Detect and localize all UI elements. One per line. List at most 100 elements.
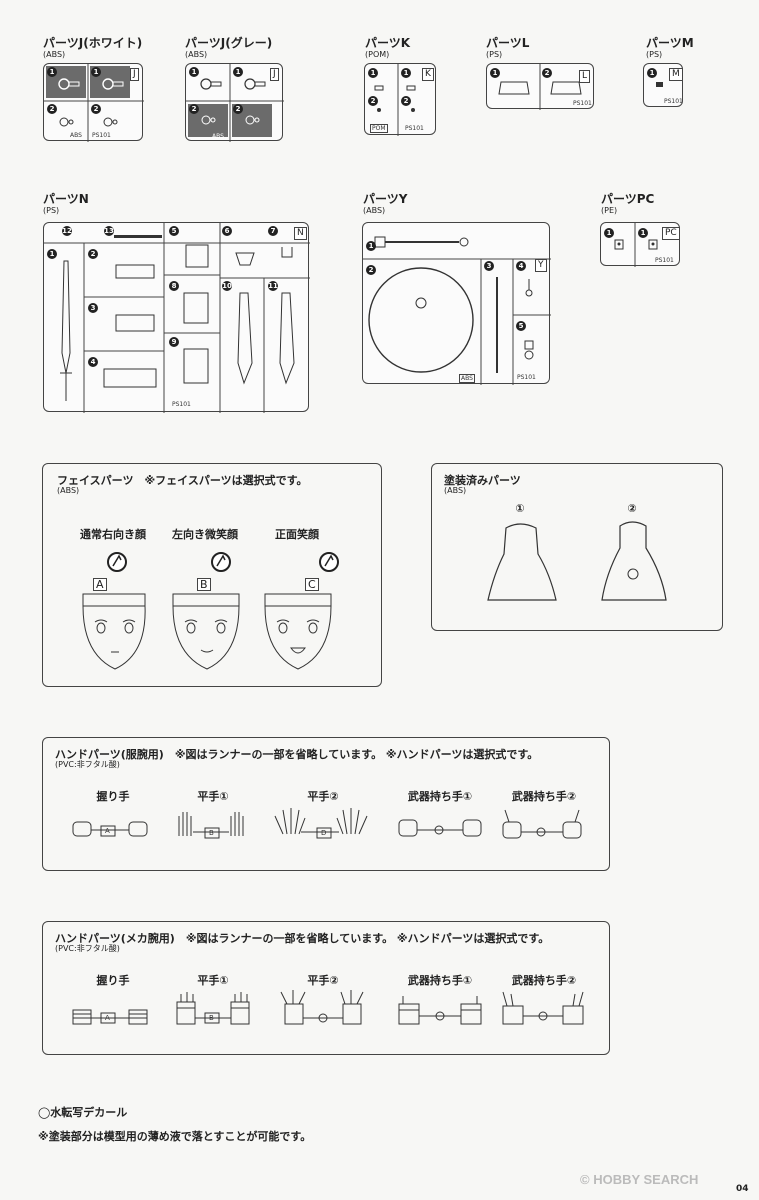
k-parts-drawing <box>374 64 416 136</box>
runner-j-gray-title: パーツJ(グレー) <box>185 36 273 50</box>
runner-letter: K <box>422 68 434 81</box>
part-number: 1 <box>368 68 378 78</box>
runner-code: PS101 <box>655 257 674 264</box>
part-number: 1 <box>233 67 243 77</box>
runner-mark: POM <box>370 124 388 133</box>
runner-pc-material: (PE) <box>601 206 618 215</box>
hand-label: 握り手 <box>96 790 130 803</box>
hand-label: 握り手 <box>96 974 130 987</box>
face-c-icon <box>264 552 339 670</box>
page-number: 04 <box>736 1184 749 1194</box>
part-number: 1 <box>638 228 648 238</box>
runner-k-material: (POM) <box>365 50 390 59</box>
joint-parts-drawing <box>44 64 144 142</box>
runner-mark: ABS <box>212 133 224 140</box>
runner-y-title: パーツY <box>363 192 408 206</box>
runner-n: 12 13 5 6 7 1 2 3 4 8 9 10 11 N PS101 <box>43 222 310 413</box>
hand-label: 武器持ち手① <box>407 790 473 803</box>
part-number: 2 <box>366 265 376 275</box>
part-number: 7 <box>268 226 278 236</box>
runner-l: 1 2 L PS101 <box>486 63 594 110</box>
face-label: 正面笑顔 <box>275 528 319 541</box>
runner-letter: L <box>579 70 591 83</box>
part-number: 1 <box>189 67 199 77</box>
runner-code: PS101 <box>664 98 683 105</box>
face-letter: C <box>305 578 319 591</box>
runner-code: PS101 <box>573 100 592 107</box>
m-part <box>656 82 663 87</box>
hand-label: 武器持ち手① <box>407 974 473 987</box>
weapon-grip-hand-icon <box>398 819 482 837</box>
runner-l-title: パーツL <box>486 36 530 50</box>
runner-pc-title: パーツPC <box>601 192 655 206</box>
part-number: 3 <box>88 303 98 313</box>
part-number: 1 <box>366 241 376 251</box>
hand-parts-cloth-panel: ハンドパーツ(服腕用) ※図はランナーの一部を省略しています。 ※ハンドパーツは… <box>42 737 610 871</box>
painted-label: ② <box>627 502 637 515</box>
runner-m-title: パーツM <box>646 36 694 50</box>
hand-label: 平手② <box>307 974 339 987</box>
hand-label: 平手① <box>197 790 229 803</box>
runner-m: 1 M PS101 <box>643 63 683 107</box>
runner-l-material: (PS) <box>486 50 503 59</box>
runner-pc: 1 1 PC PS101 <box>600 222 680 267</box>
part-number: 2 <box>542 68 552 78</box>
pc-parts-drawing <box>614 223 658 267</box>
part-number: 10 <box>222 281 232 291</box>
runner-n-title: パーツN <box>43 192 89 206</box>
hand-cloth-material: (PVC:非フタル酸) <box>55 760 120 769</box>
runner-mark: ABS <box>70 132 82 139</box>
part-number: 2 <box>47 104 57 114</box>
hand-mecha-title: ハンドパーツ(メカ腕用) ※図はランナーの一部を省略しています。 ※ハンドパーツ… <box>55 932 550 945</box>
open-hand-spread-icon <box>274 808 368 839</box>
hand-mecha-drawings <box>72 990 584 1025</box>
l-parts-drawing <box>498 64 582 110</box>
part-number: 6 <box>222 226 232 236</box>
runner-mark: ABS <box>459 374 475 383</box>
hand-label: 平手② <box>307 790 339 803</box>
runner-letter: PC <box>662 227 680 240</box>
part-number: 1 <box>47 249 57 259</box>
runner-letter: M <box>669 68 683 81</box>
runner-letter: N <box>294 227 307 240</box>
hand-letter: A <box>105 827 110 835</box>
hand-label: 平手① <box>197 974 229 987</box>
painted-parts-title: 塗装済みパーツ <box>444 474 521 487</box>
open-hand-icon <box>178 812 244 839</box>
hand-letter: B <box>209 1014 214 1022</box>
painted-label: ① <box>515 502 525 515</box>
runner-code: PS101 <box>405 125 424 132</box>
runner-k-title: パーツK <box>365 36 411 50</box>
part-number: 3 <box>484 261 494 271</box>
runner-k: 1 1 2 2 K POM PS101 <box>364 63 436 136</box>
runner-y-material: (ABS) <box>363 206 386 215</box>
runner-letter: J <box>270 68 279 81</box>
face-parts-panel: フェイスパーツ ※フェイスパーツは選択式です。 (ABS) 通常右向き顔 左向き… <box>42 463 382 687</box>
decal-note: ◯水転写デカール <box>38 1106 128 1119</box>
paint-removal-note: ※塗装部分は模型用の薄め液で落とすことが可能です。 <box>38 1130 312 1143</box>
face-label: 通常右向き顔 <box>80 528 146 541</box>
hand-cloth-drawings <box>72 808 582 839</box>
part-number: 5 <box>516 321 526 331</box>
runner-j-white-title: パーツJ(ホワイト) <box>43 36 143 50</box>
part-number: 2 <box>368 96 378 106</box>
hand-label: 武器持ち手② <box>511 974 577 987</box>
painted-parts-drawing <box>487 521 667 601</box>
painted-parts-panel: 塗装済みパーツ (ABS) ① ② <box>431 463 723 631</box>
part-number: 1 <box>401 68 411 78</box>
part-number: 2 <box>91 104 101 114</box>
runner-code: PS101 <box>92 132 111 139</box>
n-parts-drawing <box>44 223 310 413</box>
part-number: 4 <box>88 357 98 367</box>
runner-code: PS101 <box>172 401 191 408</box>
weapon-grip-hand-2-icon <box>502 809 582 839</box>
hobby-search-watermark: © HOBBY SEARCH <box>580 1172 699 1187</box>
joint-parts-drawing <box>186 64 284 142</box>
mecha-open-hand-spread-icon <box>280 990 364 1025</box>
hand-parts-mecha-panel: ハンドパーツ(メカ腕用) ※図はランナーの一部を省略しています。 ※ハンドパーツ… <box>42 921 610 1055</box>
part-number: 2 <box>233 104 243 114</box>
hand-label: 武器持ち手② <box>511 790 577 803</box>
part-number: 12 <box>62 226 72 236</box>
part-number: 5 <box>169 226 179 236</box>
mecha-fist-hand-icon <box>72 1009 148 1025</box>
